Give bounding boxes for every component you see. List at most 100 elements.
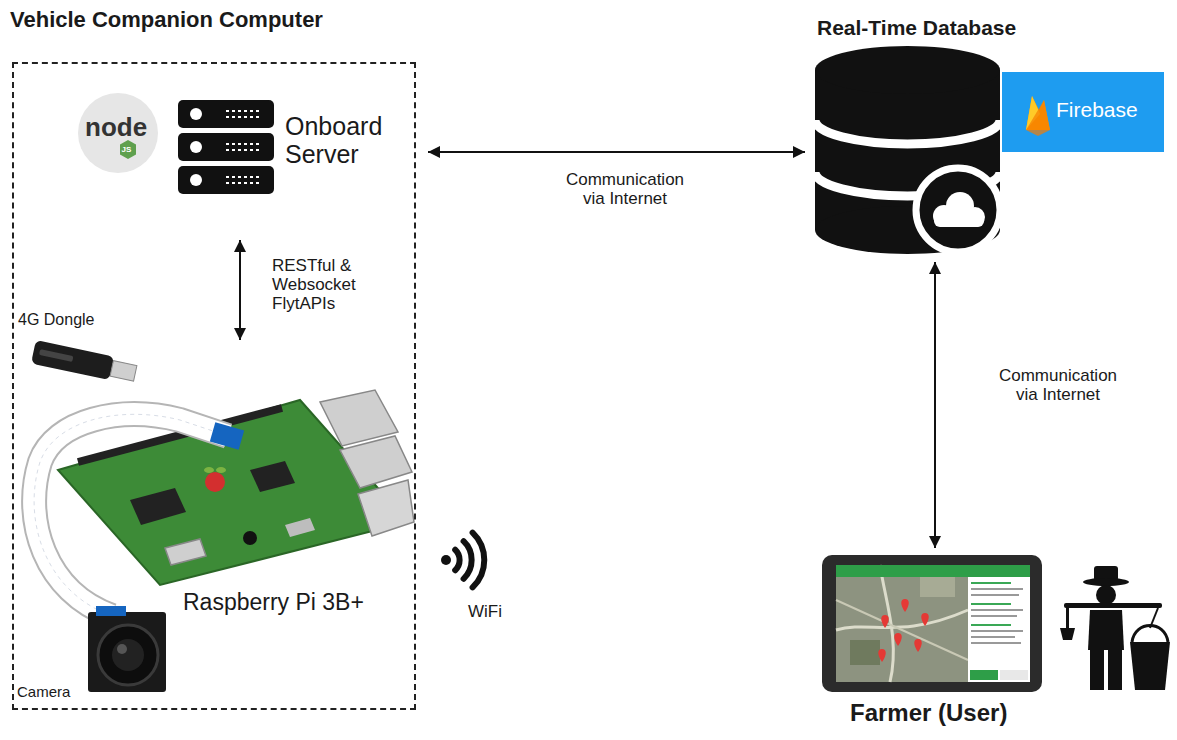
tablet-app: [971, 603, 1011, 605]
user-node: Farmer (User): [815, 548, 1173, 738]
tablet-app: [971, 615, 1017, 617]
server-icon: [226, 176, 262, 178]
node-heading: Farmer (User): [850, 700, 1007, 727]
connector-arrow: [934, 262, 936, 548]
server-icon: [226, 116, 262, 118]
server-icon: [226, 143, 262, 145]
camera-module: [117, 644, 127, 654]
farmer-icon: [1096, 585, 1116, 605]
part-label: WiFi: [468, 603, 502, 620]
nodejs-logo: [120, 140, 136, 159]
edge-label: Communication via Internet: [988, 366, 1128, 404]
tablet-app: [914, 639, 922, 652]
server-icon: [226, 110, 262, 112]
nodejs-logo: [78, 93, 158, 173]
tablet-app: [921, 613, 929, 626]
wifi-symbol: [455, 550, 459, 570]
tablet-app: [971, 624, 1011, 626]
raspberry-pi-board: [165, 539, 206, 565]
tablet-app: [968, 577, 1030, 682]
logo-text: node: [85, 114, 147, 140]
logo-text: JS: [122, 146, 132, 154]
part-label: Camera: [17, 684, 70, 699]
firebase-badge: [1002, 72, 1164, 152]
server-icon: [190, 174, 202, 186]
raspberry-pi-board: [250, 461, 295, 492]
server-icon: [178, 100, 274, 194]
tablet-app: [971, 636, 1015, 638]
farmer-icon: [1083, 578, 1129, 586]
logo-text: Firebase: [1056, 98, 1138, 122]
ribbon-cable: [34, 414, 228, 616]
tablet-app: [971, 582, 1011, 584]
node-heading: Real-Time Database: [817, 16, 1016, 40]
tablet-app: [822, 555, 1042, 692]
camera-module: [112, 639, 144, 671]
farmer-icon: [1060, 628, 1075, 640]
raspberry-pi-board: [205, 472, 225, 492]
edge-label: RESTful & Websocket FlytAPIs: [272, 256, 392, 313]
database-cylinder: [815, 46, 1000, 254]
camera-module: [96, 606, 126, 616]
part-label: 4G Dongle: [18, 312, 95, 328]
edge-label: Communication via Internet: [555, 170, 695, 208]
server-icon: [226, 149, 262, 151]
server-icon: [178, 133, 274, 161]
wifi-symbol: [441, 555, 451, 565]
camera-module: [98, 625, 158, 685]
tablet-app: [881, 615, 889, 628]
server-icon: [190, 141, 202, 153]
node-label: Onboard Server: [285, 112, 417, 168]
tablet-app: [971, 642, 1021, 644]
tablet-app: [971, 630, 1023, 632]
server-icon: [178, 166, 274, 194]
wifi-symbol: [441, 533, 484, 588]
raspberry-pi-board: [216, 467, 226, 473]
tablet-app: [971, 588, 1023, 590]
group-heading: Vehicle Companion Computer: [10, 8, 323, 33]
firebase-badge: [1002, 72, 1164, 152]
ribbon-cable: [34, 414, 244, 616]
tablet-app: [971, 594, 1019, 596]
raspberry-pi-board: [130, 488, 186, 525]
wifi-symbol: [464, 541, 472, 579]
camera-module: [88, 606, 166, 692]
raspberry-pi-board: [243, 531, 257, 545]
database-node: Real-Time Database: [805, 10, 1023, 262]
tablet-app: [836, 565, 1030, 577]
tablet-app: [1000, 670, 1028, 680]
tablet-app: [894, 633, 902, 646]
server-icon: [178, 100, 274, 128]
firebase-badge: [1026, 100, 1050, 136]
tablet-app: [971, 609, 1023, 611]
farmer-icon: [1064, 603, 1162, 608]
tablet-app: [850, 640, 880, 665]
connector-arrow: [428, 151, 805, 153]
database-cylinder: [815, 120, 1000, 144]
tablet-app: [836, 565, 1030, 682]
tablet-app: [836, 610, 968, 630]
board-node: Raspberry Pi 3B+: [20, 340, 412, 702]
dongle-icon: [110, 361, 137, 382]
wifi-symbol: [473, 533, 485, 588]
server-icon: [190, 108, 202, 120]
tablet-app: [822, 555, 1042, 692]
ribbon-cable: [210, 422, 244, 449]
tablet-app: [878, 649, 886, 662]
raspberry-pi-board: [358, 480, 414, 536]
tablet-app: [920, 575, 955, 597]
dongle-icon: [39, 349, 74, 362]
farmer-icon: [1066, 608, 1069, 630]
dongle-icon: [31, 340, 138, 385]
database-cylinder: [934, 215, 984, 227]
farmer-icon: [1150, 608, 1158, 628]
dongle-icon: [31, 340, 114, 380]
database-cylinder: [815, 46, 1000, 94]
group-box: Vehicle Companion ComputerOnboard Server…: [12, 62, 416, 710]
farmer-icon: [1090, 648, 1104, 690]
farmer-icon: [1060, 566, 1170, 690]
tablet-app: [880, 565, 893, 682]
ribbon-cable: [34, 414, 228, 616]
